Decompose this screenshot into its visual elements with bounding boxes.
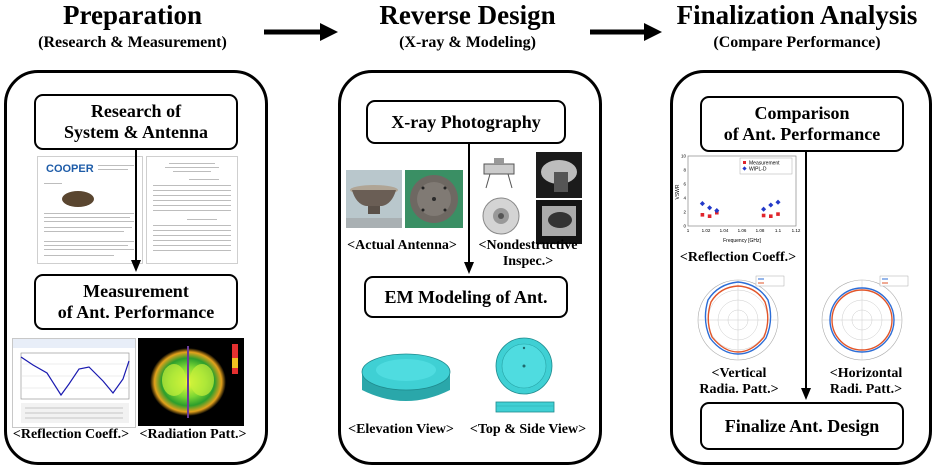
caption-nondestructive-inspec: <Nondestructive Inspec.> bbox=[478, 238, 578, 269]
y-tick-label: 4 bbox=[683, 196, 686, 201]
research-box: Research of System & Antenna bbox=[34, 94, 238, 150]
chart-xlabel: Frequency [GHz] bbox=[723, 238, 761, 244]
xray-scan-image-2 bbox=[536, 200, 582, 244]
data-point-measurement bbox=[776, 212, 780, 216]
horizontal-radiation-polar-plot bbox=[821, 275, 909, 361]
doc-logo-text: COOPER bbox=[46, 163, 94, 175]
x-tick-label: 1.04 bbox=[720, 228, 729, 233]
x-tick-label: 1.08 bbox=[756, 228, 765, 233]
stage-subtitle-finalization: (Compare Performance) bbox=[713, 34, 881, 51]
y-tick-label: 10 bbox=[681, 154, 687, 159]
vswr-comparison-chart: 0 2 4 6 8 10 1 1.02 1.04 1.06 1.08 1.1 1.12 Measure… bbox=[675, 154, 801, 244]
caption-radiation-patt: <Radiation Patt.> bbox=[139, 427, 247, 442]
caption-reflection-coeff-2: <Reflection Coeff.> bbox=[679, 250, 797, 265]
comparison-box: Comparison of Ant. Performance bbox=[700, 96, 904, 152]
xray-device-sketch bbox=[476, 156, 522, 192]
xray-scan-image-1 bbox=[536, 152, 582, 198]
elevation-view-model bbox=[361, 353, 451, 401]
data-point-measurement bbox=[769, 214, 773, 218]
legend-marker-measurement bbox=[743, 161, 746, 164]
stage-title-preparation: Preparation bbox=[63, 0, 202, 30]
y-tick-label: 2 bbox=[683, 210, 686, 215]
actual-antenna-photo-side bbox=[346, 170, 402, 228]
chart-ylabel: VSWR bbox=[675, 184, 681, 199]
chart-legend-box bbox=[739, 157, 793, 175]
xray-box: X-ray Photography bbox=[366, 100, 566, 144]
datasheet-thumbnail: COOPER bbox=[37, 156, 143, 264]
top-view-model bbox=[495, 337, 553, 395]
caption-actual-antenna: <Actual Antenna> bbox=[347, 238, 457, 253]
y-tick-label: 0 bbox=[683, 224, 686, 229]
data-point-measurement bbox=[761, 213, 766, 218]
doc-antenna-image bbox=[62, 191, 94, 207]
x-tick-label: 1.02 bbox=[702, 228, 711, 233]
stage-title-finalization: Finalization Analysis bbox=[676, 0, 918, 30]
measured-radiation-heatmap bbox=[138, 338, 244, 426]
stage-subtitle-reverse-design: (X-ray & Modeling) bbox=[399, 34, 536, 51]
legend-label-wipld: WIPL-D bbox=[749, 167, 767, 173]
caption-elevation-view: <Elevation View> bbox=[348, 422, 454, 437]
em-modeling-box: EM Modeling of Ant. bbox=[364, 276, 568, 318]
x-tick-label: 1.1 bbox=[775, 228, 782, 233]
vertical-radiation-polar-plot bbox=[697, 275, 785, 361]
flow-arrow-comparison-to-finalize bbox=[801, 152, 811, 400]
x-tick-label: 1 bbox=[687, 228, 690, 233]
data-point-measurement bbox=[707, 214, 712, 218]
caption-vertical-radia-patt: <Vertical Radia. Patt.> bbox=[699, 366, 779, 397]
measurement-box: Measurement of Ant. Performance bbox=[34, 274, 238, 330]
data-point-wipld bbox=[775, 199, 781, 205]
caption-horizontal-radi-patt: <Horizontal Radi. Patt.> bbox=[829, 366, 903, 397]
spec-sheet-thumbnail bbox=[146, 156, 238, 264]
data-point-measurement bbox=[700, 213, 705, 217]
actual-antenna-photo-bottom bbox=[405, 170, 463, 228]
stage-arrow-1 bbox=[264, 23, 338, 41]
flow-arrow-xray-to-em bbox=[464, 144, 474, 274]
x-tick-label: 1.12 bbox=[792, 228, 801, 233]
legend-label-measurement: Measurement bbox=[749, 161, 780, 167]
finalize-box: Finalize Ant. Design bbox=[700, 402, 904, 450]
y-tick-label: 6 bbox=[683, 182, 686, 187]
x-tick-label: 1.06 bbox=[738, 228, 747, 233]
caption-reflection-coeff-1: <Reflection Coeff.> bbox=[12, 427, 130, 442]
flow-arrow-research-to-measurement bbox=[131, 150, 141, 272]
stage-title-reverse-design: Reverse Design bbox=[379, 0, 556, 30]
caption-top-side-view: <Top & Side View> bbox=[469, 422, 587, 437]
xray-radial-image bbox=[478, 196, 524, 236]
stage-arrow-2 bbox=[590, 23, 662, 41]
measured-reflection-plot bbox=[12, 338, 136, 428]
stage-subtitle-preparation: (Research & Measurement) bbox=[38, 34, 227, 51]
side-view-model bbox=[495, 401, 555, 413]
y-tick-label: 8 bbox=[683, 168, 686, 173]
